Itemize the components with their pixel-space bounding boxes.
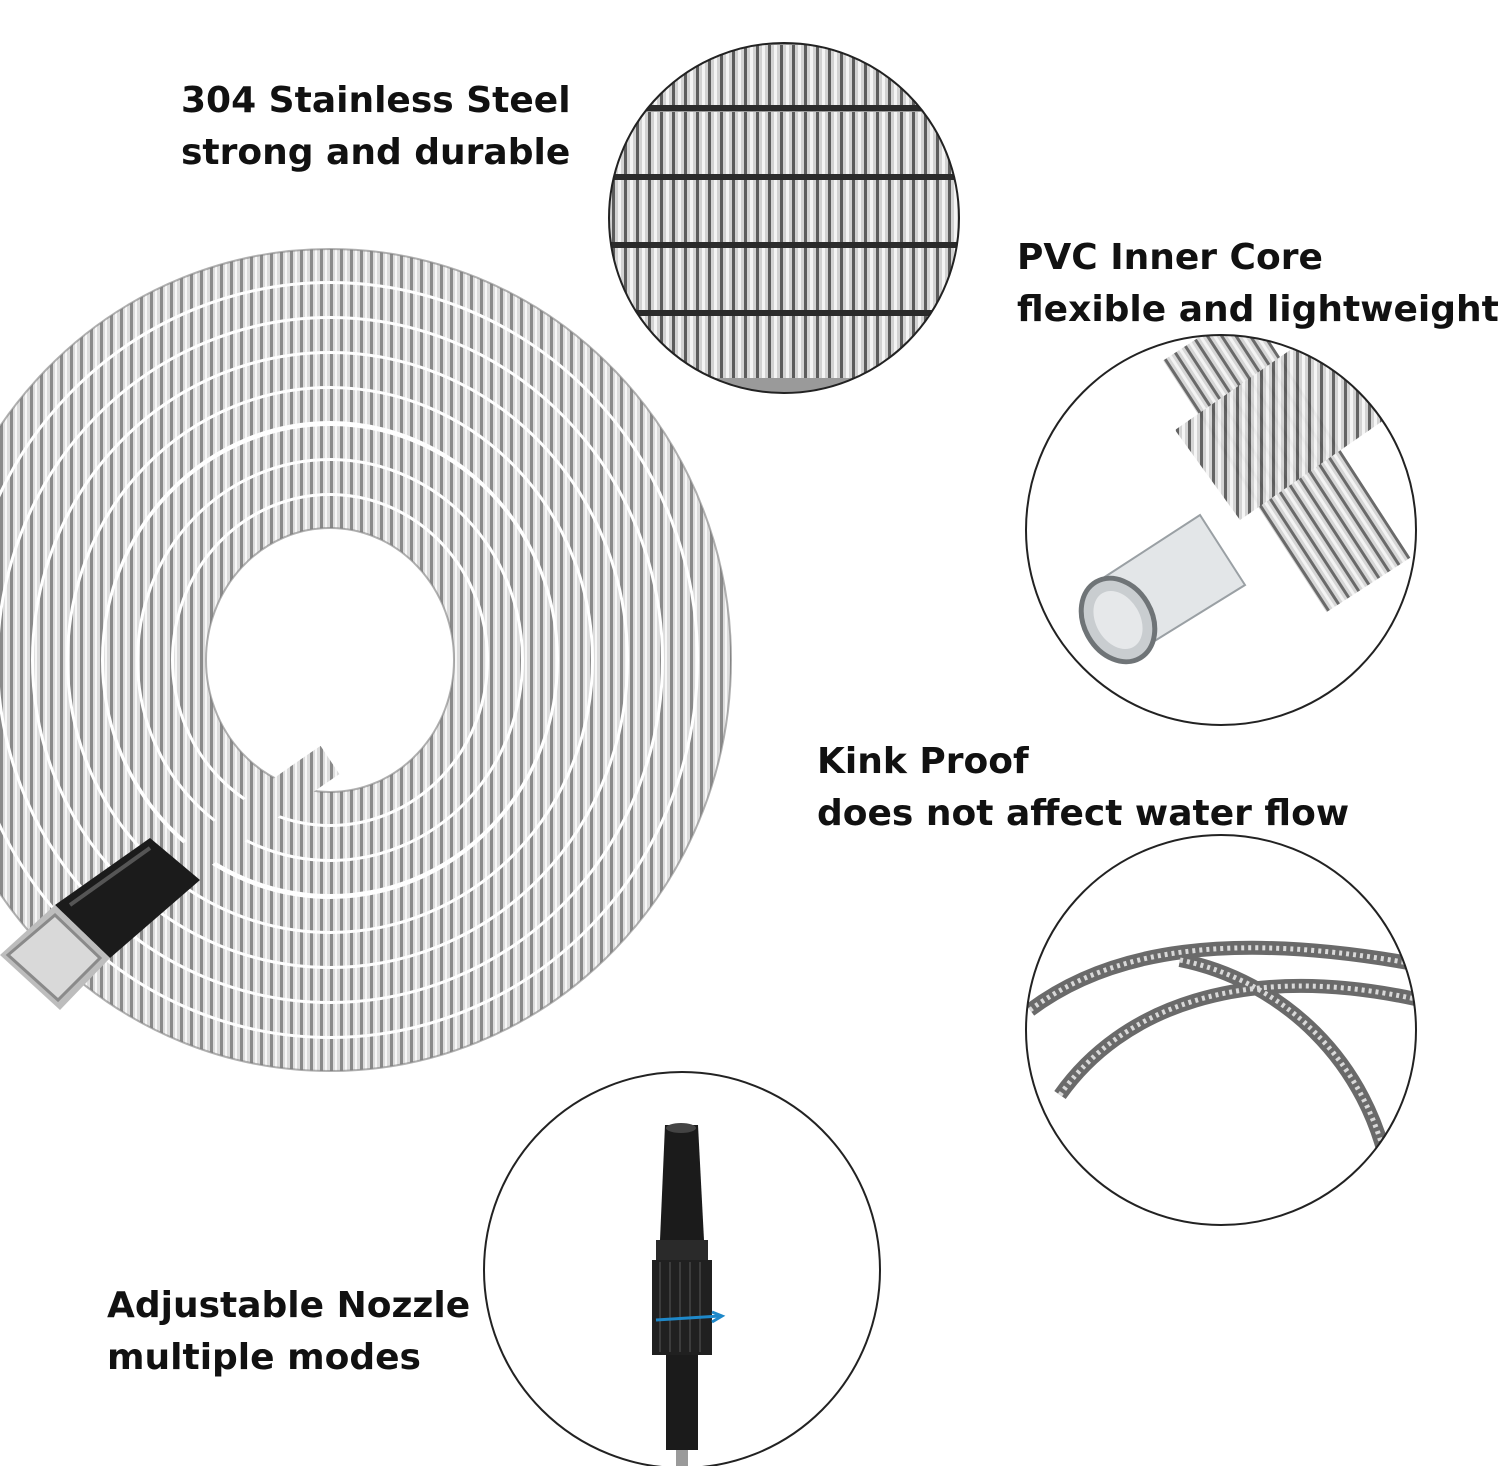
nozzle-circle xyxy=(483,1071,881,1466)
kink-caption-title: Kink Proof xyxy=(817,741,1029,782)
pvc-caption: PVC Inner Core flexible and lightweight xyxy=(1017,232,1499,336)
steel-closeup-circle xyxy=(608,42,960,394)
pvc-caption-subtitle: flexible and lightweight xyxy=(1017,289,1499,330)
hose-connector-icon xyxy=(0,838,200,1010)
kink-proof-circle xyxy=(1025,834,1417,1226)
nozzle-caption: Adjustable Nozzle multiple modes xyxy=(107,1280,470,1384)
pvc-core-circle xyxy=(1025,334,1417,726)
kink-caption: Kink Proof does not affect water flow xyxy=(817,736,1349,840)
kink-caption-subtitle: does not affect water flow xyxy=(817,793,1350,834)
steel-caption: 304 Stainless Steel strong and durable xyxy=(181,75,571,179)
coiled-hose-photo xyxy=(0,248,732,1072)
pvc-caption-title: PVC Inner Core xyxy=(1017,237,1323,278)
nozzle-caption-title: Adjustable Nozzle xyxy=(107,1285,471,1326)
steel-caption-title: 304 Stainless Steel xyxy=(181,80,571,121)
steel-caption-subtitle: strong and durable xyxy=(181,132,571,173)
nozzle-caption-subtitle: multiple modes xyxy=(107,1337,421,1378)
